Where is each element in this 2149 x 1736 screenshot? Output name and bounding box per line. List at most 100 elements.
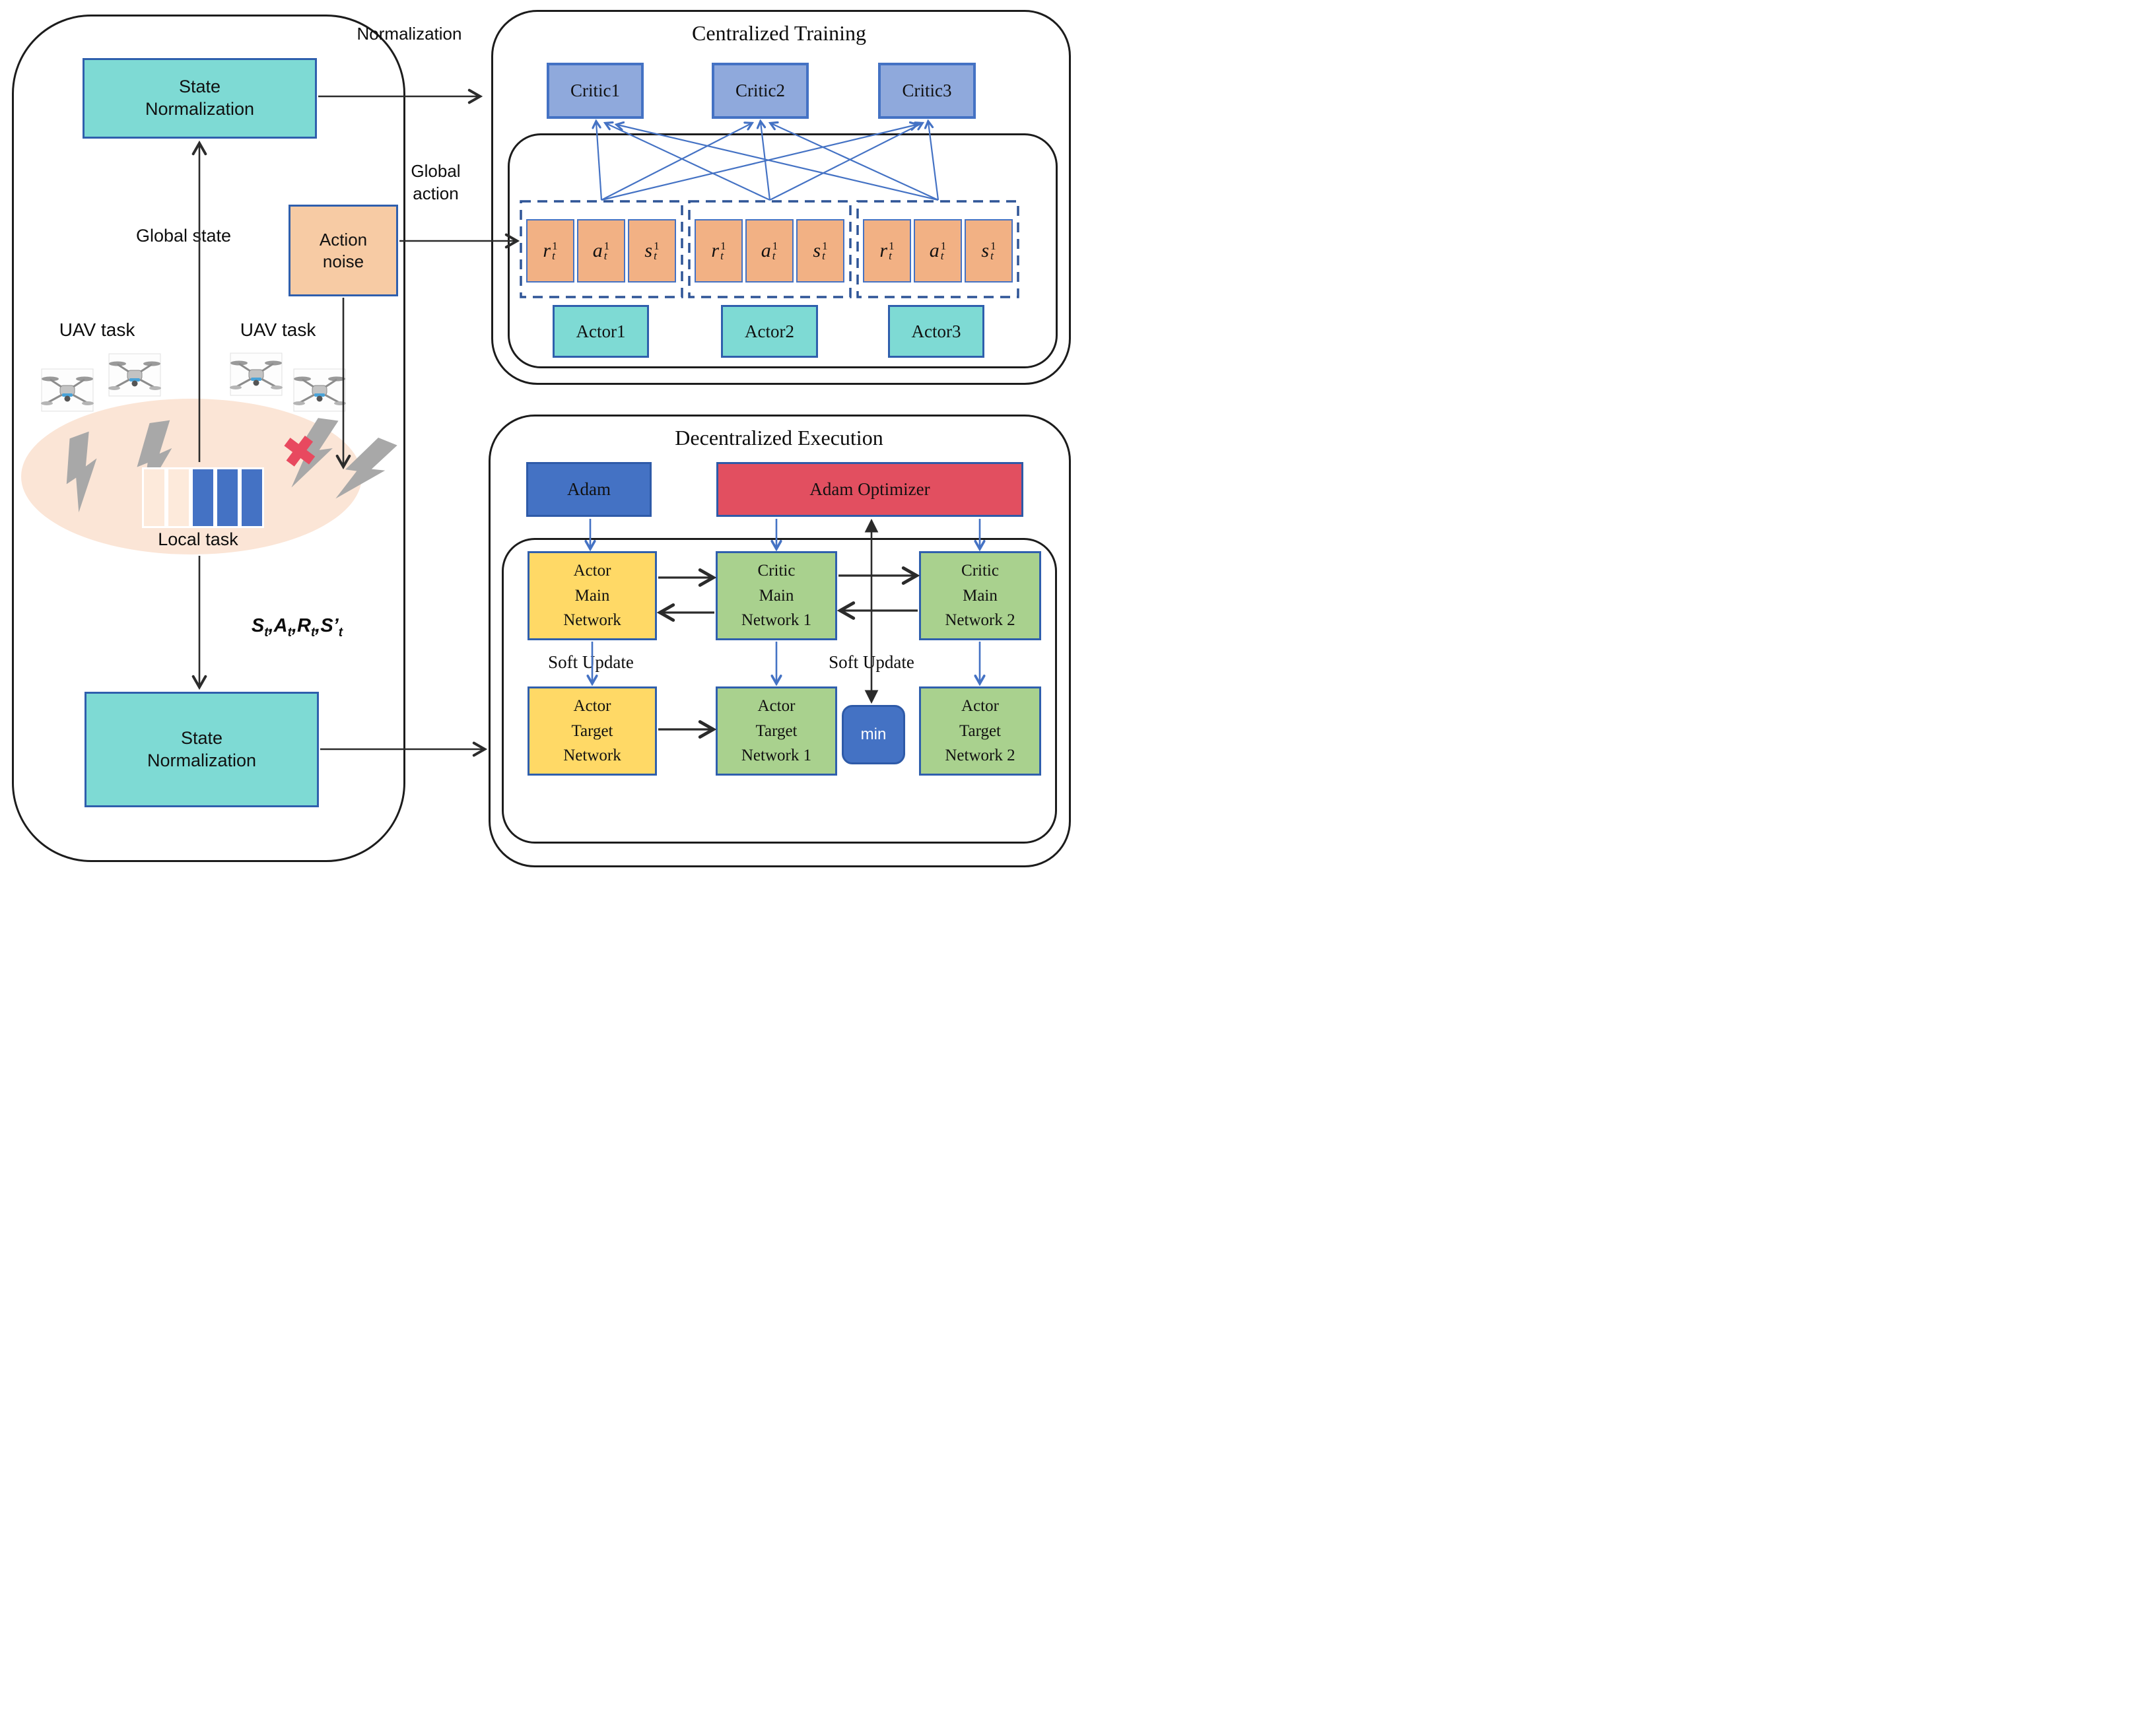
- actor-target-network-1-box: Actor Target Network 1: [716, 686, 837, 776]
- critic2-box: Critic2: [712, 63, 809, 119]
- tuple-sub: t: [654, 250, 657, 262]
- net-line: Actor: [757, 697, 796, 716]
- failed-link-x-icon: ✖: [279, 427, 320, 478]
- critic1-box: Critic1: [547, 63, 644, 119]
- global-state-label: Global state: [135, 226, 232, 246]
- net-line: Network: [563, 747, 621, 765]
- tuple-sub: t: [822, 250, 825, 262]
- uav-task-right-label: UAV task: [240, 319, 316, 340]
- adam-optimizer-box: Adam Optimizer: [716, 462, 1023, 517]
- soft-update-left-label: Soft Update: [548, 652, 634, 672]
- drone-icon: [293, 368, 346, 412]
- task-cell-empty: [142, 467, 166, 528]
- centralized-training-title: Centralized Training: [692, 21, 866, 45]
- comma: ,: [268, 615, 274, 636]
- drone-icon: [108, 353, 161, 397]
- action-noise-box: Action noise: [289, 205, 398, 296]
- net-line: Network: [563, 611, 621, 630]
- tuple-sub: t: [772, 250, 776, 262]
- tuple-sub: t: [990, 250, 994, 262]
- tuple-sub: t: [603, 250, 607, 262]
- local-task-label: Local task: [158, 529, 238, 549]
- comma: ,: [291, 615, 297, 636]
- critic-main-network-1-box: Critic Main Network 1: [716, 551, 837, 640]
- transition-r: R: [297, 615, 311, 636]
- tuple-sub: t: [889, 250, 892, 262]
- tuple-letter: s: [813, 240, 821, 261]
- lightning-icon: [291, 418, 339, 488]
- networks-container: [502, 538, 1057, 844]
- transition-a-sub: t: [287, 625, 292, 640]
- lightning-icon: [66, 431, 97, 513]
- task-cell-empty: [166, 467, 191, 528]
- lightning-icon: [335, 437, 397, 499]
- maddpg-architecture-diagram: State Normalization Normalization Global…: [0, 0, 1075, 868]
- net-line: Network 1: [741, 747, 812, 765]
- tuple-letter: r: [543, 240, 551, 261]
- actor3-box: Actor3: [888, 305, 984, 358]
- net-line: Main: [574, 586, 610, 605]
- tuple-sub: t: [552, 250, 555, 262]
- state-normalization-top-line2: Normalization: [145, 99, 255, 119]
- uav-task-left-label: UAV task: [59, 319, 135, 340]
- transition-tuple-label: St,At,Rt,S’t: [218, 615, 376, 640]
- min-box: min: [842, 705, 905, 764]
- tuple-letter: a: [592, 240, 603, 261]
- net-line: Actor: [961, 697, 999, 716]
- soft-update-right-label: Soft Update: [829, 652, 914, 672]
- decentralized-execution-panel: [489, 415, 1071, 867]
- comma: ,: [315, 615, 321, 636]
- transition-s-prime-sub: t: [338, 625, 343, 640]
- state-normalization-top-box: State Normalization: [83, 58, 317, 139]
- net-line: Target: [959, 721, 1002, 740]
- global-action-line1: Global: [411, 161, 461, 181]
- state-normalization-top-line1: State: [178, 77, 221, 97]
- adam-box: Adam: [526, 462, 652, 517]
- net-line: Network 2: [945, 611, 1015, 630]
- net-line: Network 1: [741, 611, 812, 630]
- net-line: Critic: [757, 562, 796, 580]
- global-action-line2: action: [413, 183, 459, 203]
- actor1-box: Actor1: [553, 305, 649, 358]
- transition-s-sub: t: [264, 625, 269, 640]
- transition-s-prime: S’: [320, 615, 339, 636]
- transition-r-sub: t: [310, 625, 316, 640]
- state-normalization-bottom-line1: State: [180, 727, 223, 748]
- tuple-letter: a: [929, 240, 939, 261]
- drone-icon: [41, 368, 94, 412]
- tuple-letter: a: [761, 240, 771, 261]
- net-line: Actor: [573, 562, 611, 580]
- transition-a: A: [273, 615, 288, 636]
- net-line: Main: [759, 586, 794, 605]
- global-action-label: Global action: [386, 160, 485, 205]
- tuple-letter: r: [879, 240, 888, 261]
- actor-target-network-2-box: Actor Target Network 2: [919, 686, 1041, 776]
- actor-target-network-box: Actor Target Network: [528, 686, 657, 776]
- action-noise-line1: Action: [319, 230, 368, 250]
- tuple-sub: t: [940, 250, 944, 262]
- transition-s: S: [251, 615, 265, 636]
- net-line: Actor: [573, 697, 611, 716]
- tuple-letter: s: [981, 240, 990, 261]
- task-cell-done: [240, 467, 264, 528]
- net-line: Main: [963, 586, 998, 605]
- tuple-letter: r: [711, 240, 720, 261]
- actor2-box: Actor2: [721, 305, 818, 358]
- normalization-label: Normalization: [357, 24, 462, 44]
- tuple-sub: t: [720, 250, 724, 262]
- task-cell-done: [191, 467, 215, 528]
- action-noise-line2: noise: [322, 251, 364, 271]
- drone-icon: [230, 352, 283, 396]
- net-line: Critic: [961, 562, 999, 580]
- state-normalization-bottom-box: State Normalization: [85, 692, 319, 807]
- critic-main-network-2-box: Critic Main Network 2: [919, 551, 1041, 640]
- tuple-letter: s: [644, 240, 653, 261]
